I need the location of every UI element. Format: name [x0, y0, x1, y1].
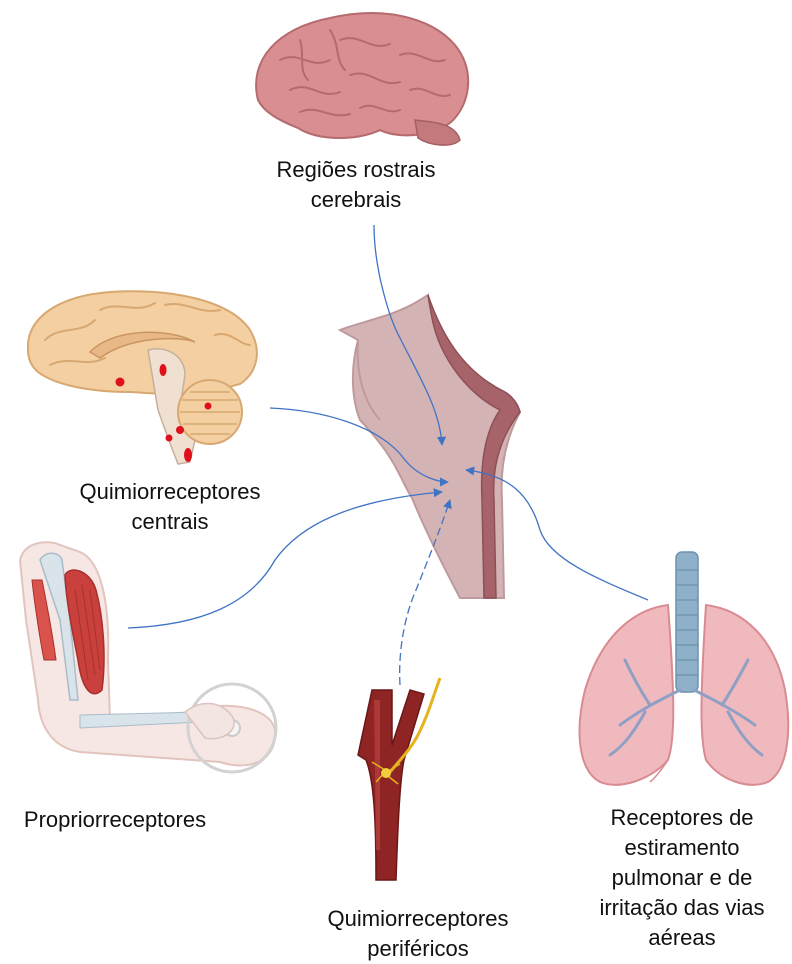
label-line: irritação das vias [572, 893, 792, 923]
label-line: periféricos [283, 934, 553, 964]
label-line: Regiões rostrais [236, 155, 476, 185]
label-line: Receptores de [572, 803, 792, 833]
label-line: Quimiorreceptores [40, 477, 300, 507]
lungs-icon [580, 552, 789, 785]
label-line: estiramento [572, 833, 792, 863]
brainstem-center-icon [340, 295, 520, 598]
label-central-chemoreceptors: Quimiorreceptores centrais [40, 477, 300, 537]
label-line: Propriorreceptores [0, 805, 230, 835]
label-pulmonary-receptors: Receptores de estiramento pulmonar e de … [572, 803, 792, 953]
brain-sagittal-icon [28, 291, 257, 464]
cerebrum-icon [256, 13, 468, 145]
carotid-artery-icon [358, 678, 440, 880]
label-line: centrais [40, 507, 300, 537]
label-line: Quimiorreceptores [283, 904, 553, 934]
cerebellum-icon [178, 380, 242, 444]
label-peripheral-chemoreceptors: Quimiorreceptores periféricos [283, 904, 553, 964]
label-line: pulmonar e de [572, 863, 792, 893]
label-line: aéreas [572, 923, 792, 953]
label-proprioceptors: Propriorreceptores [0, 805, 230, 835]
label-line: cerebrais [236, 185, 476, 215]
arm-muscle-icon [20, 542, 276, 772]
label-rostral-brain-regions: Regiões rostrais cerebrais [236, 155, 476, 215]
